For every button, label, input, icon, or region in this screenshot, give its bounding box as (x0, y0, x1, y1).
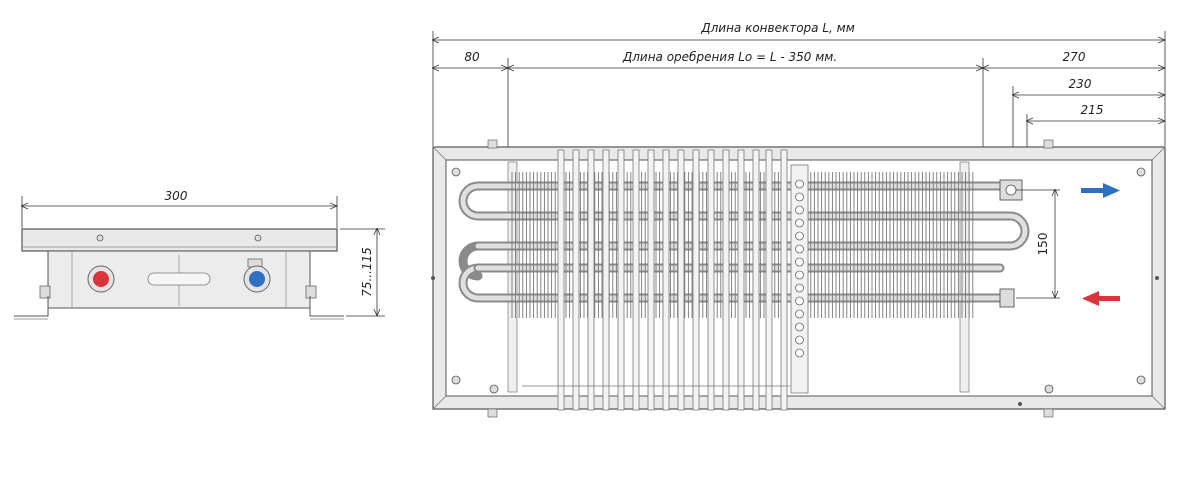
bracket-holes (795, 179, 804, 358)
side-slot (147, 272, 211, 286)
offset-80-label: 80 (464, 50, 480, 64)
supply-connector-icon (249, 271, 265, 287)
offset-270-label: 270 (1063, 50, 1086, 64)
offset-230-label: 230 (1069, 77, 1092, 91)
supply-flow-arrow-icon (1081, 183, 1120, 198)
side-screw-right (254, 234, 262, 242)
side-view: 300 75...115 (14, 189, 385, 320)
offset-215-label: 215 (1081, 103, 1104, 117)
return-flow-arrow-icon (1082, 291, 1120, 306)
side-top-frame (21, 228, 338, 252)
side-width-label: 300 (165, 189, 188, 203)
return-valve (999, 288, 1015, 308)
top-view: Длина конвектора L, мм 80 Длина оребрени… (431, 21, 1165, 418)
fin-length-label: Длина оребрения Lo = L - 350 мм. (622, 50, 837, 64)
decorative-grate (522, 149, 790, 411)
pipe-spacing-label: 150 (1036, 233, 1050, 256)
side-screw-left (96, 234, 104, 242)
side-height-label: 75...115 (360, 247, 374, 297)
convector-length-label: Длина конвектора L, мм (700, 21, 855, 35)
return-connector-icon (93, 271, 109, 287)
heat-exchanger-fins (511, 172, 974, 318)
